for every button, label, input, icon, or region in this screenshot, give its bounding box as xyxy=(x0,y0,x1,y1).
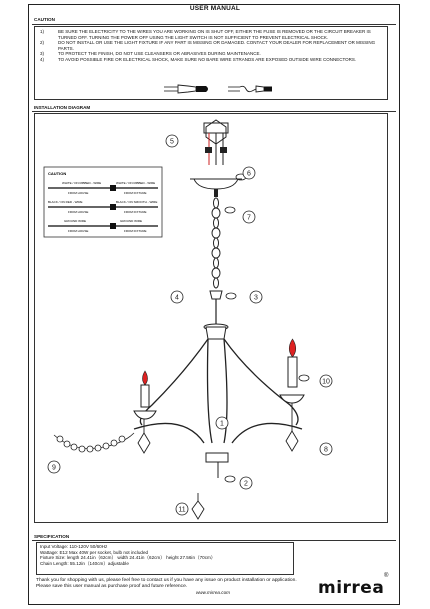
footer-note: Thank you for shopping with us, please f… xyxy=(36,578,297,589)
wire-label: GROUND WIRE xyxy=(64,219,86,223)
wire-label: WHITE / ON RIBBED - WIRE xyxy=(116,181,155,185)
callout-label: 1 xyxy=(220,421,224,428)
wire-connector-illustration xyxy=(164,84,272,94)
crystal-pendant-left xyxy=(137,419,151,454)
wire-label: WHITE / ON RIBBED - WIRE xyxy=(62,181,101,185)
wire-label: BLACK / ON SMOOTH - WIRE xyxy=(116,200,157,204)
callout-label: 4 xyxy=(175,295,179,302)
spec-wattage: Wattage: E12 Max 40W per socket, bulb no… xyxy=(40,549,149,555)
caution-item: 2)DO NOT INSTALL OR USE THE LIGHT FIXTUR… xyxy=(40,40,376,51)
wire-connector-icon xyxy=(164,84,208,94)
chandelier-diagram: CAUTION WHITE / ON RIBBED - WIRE WHITE /… xyxy=(43,119,333,520)
registered-mark: ® xyxy=(384,573,389,579)
specification-box: Input Voltage: 110-120V 50/60Hz Wattage:… xyxy=(36,542,294,575)
caution-box xyxy=(34,26,388,100)
caution-item: 3)TO PROTECT THE FINISH, DO NOT USE CLEA… xyxy=(40,51,261,57)
candle-right xyxy=(279,338,305,404)
wire-label: GROUND WIRE xyxy=(120,219,142,223)
callout-label: 6 xyxy=(247,171,251,178)
callout-label: 3 xyxy=(254,295,258,302)
wiring-caution-inset: CAUTION WHITE / ON RIBBED - WIRE WHITE /… xyxy=(43,166,163,238)
source-label: FROM FIXTURE xyxy=(124,210,147,214)
callout-label: 7 xyxy=(247,215,251,222)
callout-label: 2 xyxy=(244,481,248,488)
callouts: 5 6 7 4 3 10 1 8 9 2 11 xyxy=(47,134,333,516)
chain xyxy=(211,197,221,289)
callout-label: 8 xyxy=(324,447,328,454)
caution-item: 4)TO AVOID POSSIBLE FIRE OR ELECTRICAL S… xyxy=(40,56,357,62)
caution-item: 1)BE SURE THE ELECTRICITY TO THE WIRES Y… xyxy=(40,29,371,40)
spec-voltage: Input Voltage: 110-120V 50/60Hz xyxy=(40,544,108,549)
crystal-pendant-detail xyxy=(191,493,205,520)
rotation-arrows xyxy=(215,153,310,483)
candle-left xyxy=(133,370,157,420)
installation-diagram-box xyxy=(34,113,388,523)
callout-label: 9 xyxy=(52,465,56,472)
source-label: FROM FIXTURE xyxy=(124,191,147,195)
spec-fixture-size: Fixture Size: length 24.41in（62cm） width… xyxy=(40,555,216,561)
callout-label: 5 xyxy=(170,139,174,146)
source-label: FROM FIXTURE xyxy=(124,229,147,233)
fixture-arms xyxy=(133,338,303,444)
canopy xyxy=(193,178,239,190)
center-socket xyxy=(205,452,229,463)
source-label: FROM HOUSE xyxy=(68,191,88,195)
source-label: FROM HOUSE xyxy=(68,229,88,233)
divider xyxy=(32,111,396,112)
specification-heading: SPECIFICATION xyxy=(34,534,70,539)
website-link[interactable]: www.mirrea.com xyxy=(196,590,230,595)
twisted-wire-connector-icon xyxy=(228,85,272,93)
crystal-pendant-right xyxy=(285,403,299,452)
installation-heading: INSTALLATION DIAGRAM xyxy=(34,105,91,110)
caution-heading: CAUTION xyxy=(34,17,55,22)
wire-label: BLACK / ON RED - WIRE xyxy=(48,200,83,204)
brand-logo: mirrea xyxy=(318,578,385,598)
manual-title: USER MANUAL xyxy=(189,5,241,12)
bead-strand xyxy=(53,432,135,453)
divider xyxy=(32,24,396,25)
callout-label: 10 xyxy=(322,379,330,386)
divider xyxy=(32,540,396,541)
page-frame xyxy=(28,4,400,605)
loop-hook xyxy=(209,290,223,300)
callout-label: 11 xyxy=(178,507,185,514)
spec-chain-length: Chain Length: 55.12in（140cm）adjustable xyxy=(40,560,129,566)
source-label: FROM HOUSE xyxy=(68,210,88,214)
wiring-caution-title: CAUTION xyxy=(48,171,66,176)
caution-list: 1)BE SURE THE ELECTRICITY TO THE WIRES Y… xyxy=(40,29,380,63)
